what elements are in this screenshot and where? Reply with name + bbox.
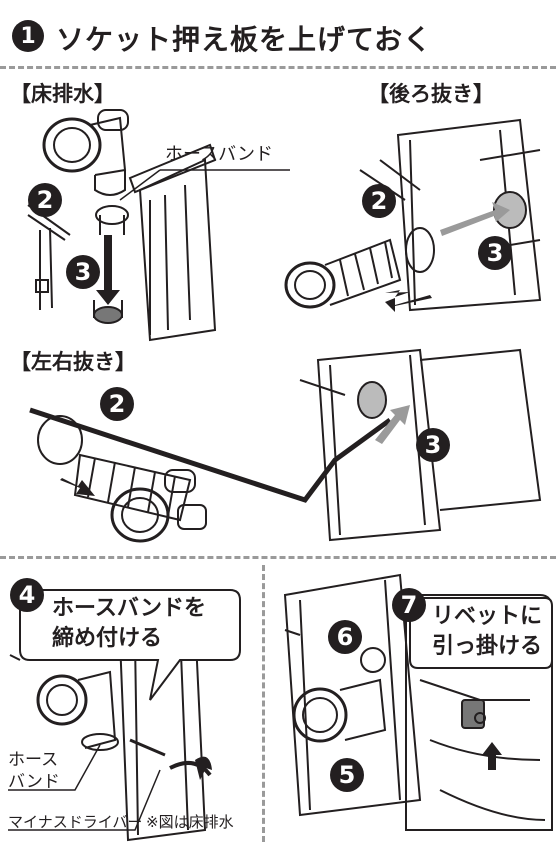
side-push-arrow-icon — [375, 405, 410, 444]
screwdriver-leader — [8, 769, 161, 831]
rear-push-arrow-icon — [440, 202, 510, 236]
step7-up-arrow-icon — [482, 742, 502, 770]
tighten-callout-line1: ホースバンドを — [52, 596, 207, 621]
floor-drain-label: 【床排水】 — [10, 82, 115, 106]
floor-drain-note: ※図は床排水 — [146, 813, 234, 831]
step-6-badge: 6 — [328, 620, 362, 654]
screwdriver-label: マイナスドライバー — [8, 813, 143, 831]
step-3-badge-side: 3 — [416, 428, 450, 462]
rotate-arrow-icon — [195, 756, 212, 780]
pull-left-arrow-icon — [385, 295, 432, 312]
down-arrow-icon — [96, 235, 120, 305]
hook-callout-line1: リベットに — [432, 604, 543, 629]
step-3-badge-rear: 3 — [478, 236, 512, 270]
hose-band-label-line2: バンド — [8, 772, 60, 792]
page-title: ソケット押え板を上げておく — [56, 23, 433, 56]
left-arrow-icon — [385, 290, 410, 297]
step7-zoom-illustration — [405, 594, 553, 831]
rear-drain-label: 【後ろ抜き】 — [368, 82, 494, 106]
hose-band-split-leader — [8, 744, 101, 791]
top-divider — [0, 66, 556, 69]
pull-left-down-arrow-icon — [60, 478, 95, 496]
hose-band-label: ホースバンド — [165, 144, 273, 165]
tighten-callout-line2: 締め付ける — [52, 626, 163, 651]
step-2-badge-side: 2 — [100, 387, 134, 421]
hook-callout-line2: 引っ掛ける — [432, 634, 543, 659]
hose-band-label-line1: ホース — [8, 750, 59, 770]
step-2-badge-rear: 2 — [362, 184, 396, 218]
side-drain-frame — [299, 348, 542, 542]
step-4-badge: 4 — [10, 578, 44, 612]
step56-illustration — [283, 573, 422, 817]
side-drain-path — [29, 407, 392, 503]
bottom-vertical-divider — [262, 565, 265, 842]
step-7-badge: 7 — [392, 588, 426, 622]
floor-drain-elbow — [42, 109, 129, 324]
middle-divider — [0, 556, 556, 559]
step-2-badge-floor: 2 — [28, 183, 62, 217]
step-1-badge: 1 — [12, 20, 44, 52]
side-drain-hose — [37, 415, 207, 543]
step-5-badge: 5 — [330, 758, 364, 792]
step-3-badge-floor: 3 — [66, 255, 100, 289]
side-drain-label: 【左右抜き】 — [10, 350, 136, 374]
